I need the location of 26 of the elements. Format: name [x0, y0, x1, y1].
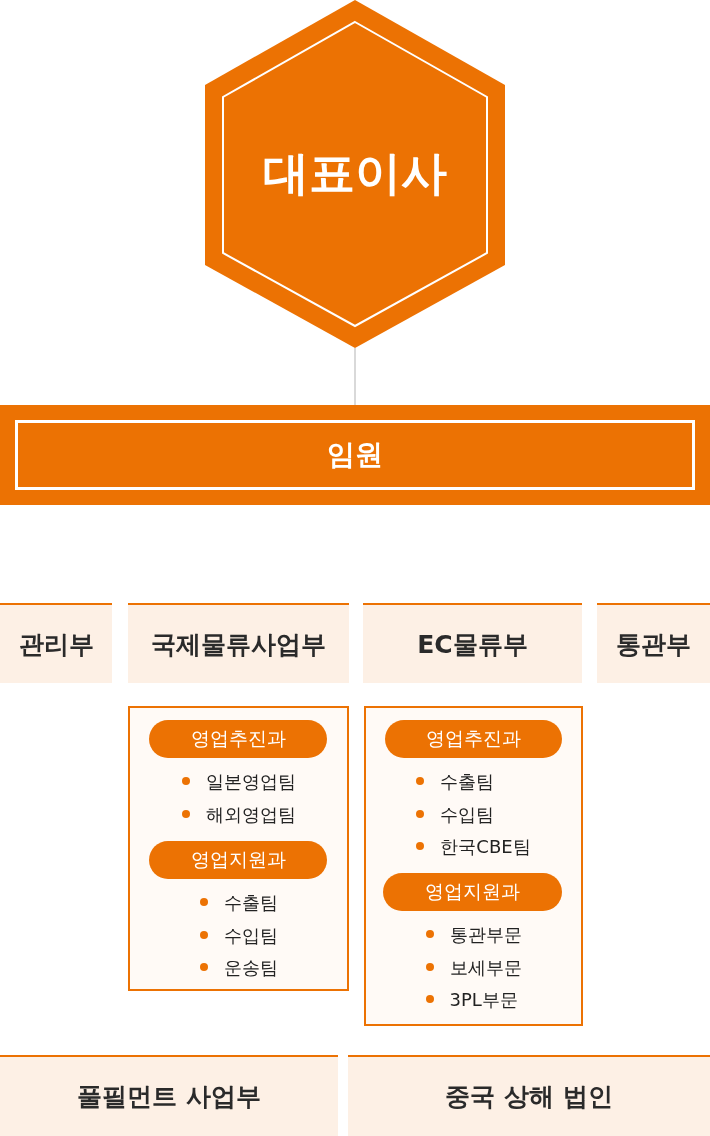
- department-box: 관리부: [0, 603, 112, 683]
- hexagon-box: 대표이사: [205, 0, 505, 348]
- department-box: 국제물류사업부: [128, 603, 349, 683]
- department-box: 풀필먼트 사업부: [0, 1055, 338, 1136]
- panel-box: [364, 706, 583, 1026]
- pill-label: 영업추진과: [149, 720, 327, 758]
- department-box: 중국 상해 법인: [348, 1055, 710, 1136]
- list-item: 수입팀: [199, 923, 278, 948]
- list-item: 해외영업팀: [181, 802, 296, 827]
- list-item: 운송팀: [199, 956, 278, 980]
- department-box: EC물류부: [363, 603, 582, 683]
- connector-line: [354, 347, 356, 406]
- title-band: 임원: [0, 405, 710, 505]
- list-item: 수출팀: [199, 891, 278, 915]
- pill-label: 영업추진과: [385, 720, 562, 758]
- list-item: 한국CBE팀: [416, 835, 531, 859]
- list-item: 통관부문: [425, 923, 522, 947]
- list-item: 수출팀: [416, 770, 495, 794]
- list-item: 수입팀: [416, 802, 495, 827]
- list-item: 보세부문: [425, 955, 522, 980]
- list-item: 3PL부문: [425, 988, 518, 1012]
- panel-box: [128, 706, 349, 991]
- pill-label: 영업지원과: [383, 873, 562, 911]
- department-box: 통관부: [597, 603, 710, 683]
- list-item: 일본영업팀: [181, 770, 296, 794]
- pill-label: 영업지원과: [149, 841, 327, 879]
